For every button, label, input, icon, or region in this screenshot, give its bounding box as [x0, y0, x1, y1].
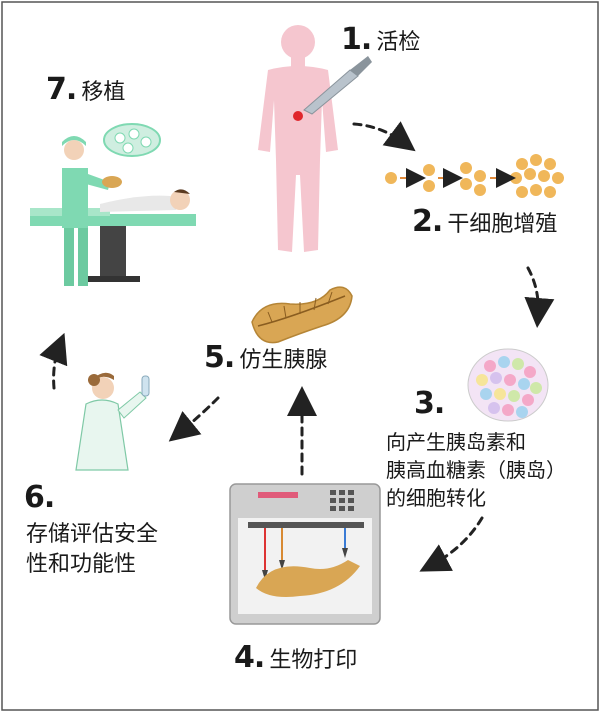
step-1-label: 1. 活检 — [341, 22, 420, 57]
step-5-number: 5. — [204, 340, 235, 375]
step-4-label: 4. 生物打印 — [234, 640, 357, 675]
printed-pancreas — [256, 560, 360, 597]
step-4-number: 4. — [234, 640, 265, 675]
test-tube-icon — [141, 375, 150, 397]
arrow-3-to-4 — [419, 516, 484, 572]
step-7-text: 移植 — [81, 80, 126, 105]
step-2-label: 2. 干细胞增殖 — [412, 204, 557, 239]
arrow-6-to-7 — [39, 332, 68, 390]
bioprinter — [229, 483, 381, 625]
step-1-number: 1. — [341, 22, 372, 57]
flow-arrows — [39, 121, 555, 572]
step-7-number: 7. — [46, 72, 77, 107]
islet-cell-cluster — [467, 348, 549, 422]
arrow-5-to-6 — [168, 396, 220, 442]
arrow-1-to-2 — [352, 121, 416, 152]
step-3-number-wrap: 3. — [414, 386, 445, 421]
surgery-scene — [30, 123, 196, 286]
scalpel-icon — [303, 56, 372, 115]
step-4-text: 生物打印 — [269, 648, 358, 673]
step-6-number: 6. — [24, 480, 55, 515]
step-2-number: 2. — [412, 204, 443, 239]
human-body-figure — [258, 25, 338, 252]
step-3-text: 向产生胰岛素和 胰高血糖素（胰岛） 的细胞转化 — [386, 430, 566, 510]
step-5-text: 仿生胰腺 — [239, 348, 328, 373]
step-1-text: 活检 — [376, 30, 421, 55]
surgical-lamp-icon — [103, 123, 161, 157]
stem-cell-proliferation — [385, 154, 564, 198]
step-6-text: 存储评估安全 性和功能性 — [26, 522, 159, 577]
scientist-figure — [75, 372, 150, 471]
step-3-number: 3. — [414, 386, 445, 421]
biopsy-site — [293, 111, 303, 121]
surgeon-figure — [62, 136, 122, 286]
step-5-label: 5. 仿生胰腺 — [204, 340, 327, 375]
arrow-2-to-3 — [524, 266, 555, 328]
pancreas-icon — [251, 286, 353, 344]
step-7-label: 7. 移植 — [46, 72, 125, 107]
step-6-number-wrap: 6. — [24, 480, 55, 515]
step-2-text: 干细胞增殖 — [447, 212, 558, 237]
